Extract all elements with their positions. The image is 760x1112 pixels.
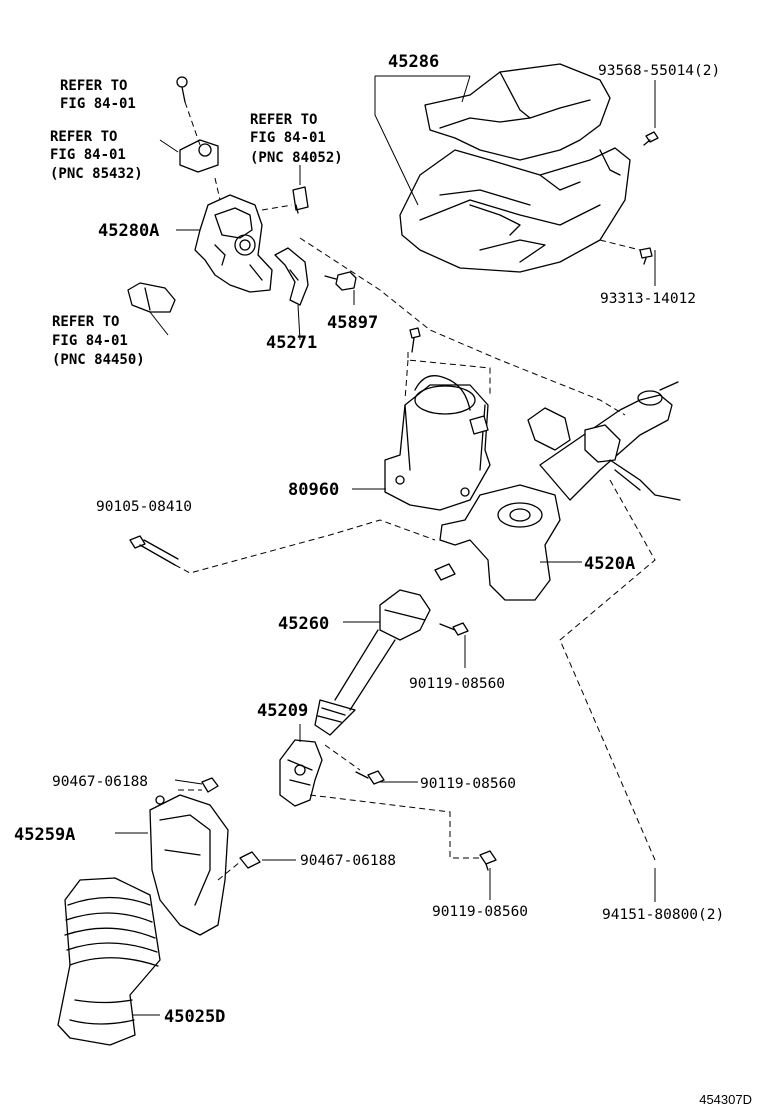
part-label-90119-c: 90119-08560 bbox=[432, 904, 528, 920]
refer-label-3: REFER TO FIG 84-01 (PNC 84052) bbox=[250, 112, 343, 166]
column-cover-45286 bbox=[399, 63, 631, 273]
refer-label-4: REFER TO FIG 84-01 (PNC 84450) bbox=[52, 314, 145, 368]
bolt-45897 bbox=[324, 271, 357, 291]
part-label-90105: 90105-08410 bbox=[96, 499, 192, 515]
svg-text:FIG 84-01: FIG 84-01 bbox=[250, 130, 326, 146]
motor-80960 bbox=[384, 375, 491, 511]
part-label-93313: 93313-14012 bbox=[600, 291, 696, 307]
part-label-45271: 45271 bbox=[266, 333, 317, 353]
part-label-45259A: 45259A bbox=[14, 825, 75, 845]
bolt-top bbox=[176, 76, 188, 103]
bolt-90119-c bbox=[479, 850, 497, 871]
bolt-90119-b bbox=[355, 770, 385, 785]
refer-label-2: REFER TO FIG 84-01 (PNC 85432) bbox=[50, 129, 143, 182]
part-label-93568: 93568-55014(2) bbox=[598, 63, 720, 79]
part-label-90467-a: 90467-06188 bbox=[52, 774, 148, 790]
motor-bolt bbox=[409, 327, 421, 353]
refer-label-1: REFER TO FIG 84-01 bbox=[60, 78, 136, 112]
svg-text:FIG 84-01: FIG 84-01 bbox=[60, 96, 136, 112]
column-assembly-4520A bbox=[434, 381, 681, 601]
part-label-90119-a: 90119-08560 bbox=[409, 676, 505, 692]
part-label-45025D: 45025D bbox=[164, 1007, 225, 1027]
bracket-45271 bbox=[274, 247, 309, 306]
clip-90467-a bbox=[201, 777, 219, 793]
figure-id: 454307D bbox=[699, 1092, 752, 1107]
lock-housing-45280A bbox=[194, 194, 273, 293]
svg-text:REFER TO: REFER TO bbox=[52, 314, 119, 330]
key-sensor bbox=[179, 139, 219, 173]
screw-93568 bbox=[643, 131, 659, 146]
svg-text:FIG 84-01: FIG 84-01 bbox=[50, 147, 126, 163]
part-label-90467-b: 90467-06188 bbox=[300, 853, 396, 869]
clip-90467-b bbox=[239, 851, 261, 869]
svg-text:(PNC 84450): (PNC 84450) bbox=[52, 352, 145, 368]
svg-text:FIG 84-01: FIG 84-01 bbox=[52, 333, 128, 349]
svg-text:REFER TO: REFER TO bbox=[250, 112, 317, 128]
part-label-45897: 45897 bbox=[327, 313, 378, 333]
part-label-45260: 45260 bbox=[278, 614, 329, 634]
part-label-80960: 80960 bbox=[288, 480, 339, 500]
part-label-94151: 94151-80800(2) bbox=[602, 907, 724, 923]
joint-45209 bbox=[279, 739, 323, 807]
svg-text:(PNC 84052): (PNC 84052) bbox=[250, 150, 343, 166]
cover-45259A bbox=[149, 794, 229, 936]
leader-lines bbox=[115, 75, 656, 1016]
svg-text:(PNC 85432): (PNC 85432) bbox=[50, 166, 143, 182]
connector-84052 bbox=[292, 186, 309, 214]
boot-45025D bbox=[57, 877, 161, 1046]
part-label-45286: 45286 bbox=[388, 52, 439, 72]
part-label-4520A: 4520A bbox=[584, 554, 635, 574]
part-label-90119-b: 90119-08560 bbox=[420, 776, 516, 792]
shaft-45260 bbox=[314, 589, 431, 736]
svg-text:REFER TO: REFER TO bbox=[60, 78, 127, 94]
connector-84450 bbox=[127, 282, 176, 313]
svg-text:REFER TO: REFER TO bbox=[50, 129, 117, 145]
part-label-45280A: 45280A bbox=[98, 221, 159, 241]
screw-93313 bbox=[639, 247, 653, 265]
part-label-45209: 45209 bbox=[257, 701, 308, 721]
bolt-90119-a bbox=[439, 622, 469, 636]
bolt-90105 bbox=[129, 535, 179, 566]
